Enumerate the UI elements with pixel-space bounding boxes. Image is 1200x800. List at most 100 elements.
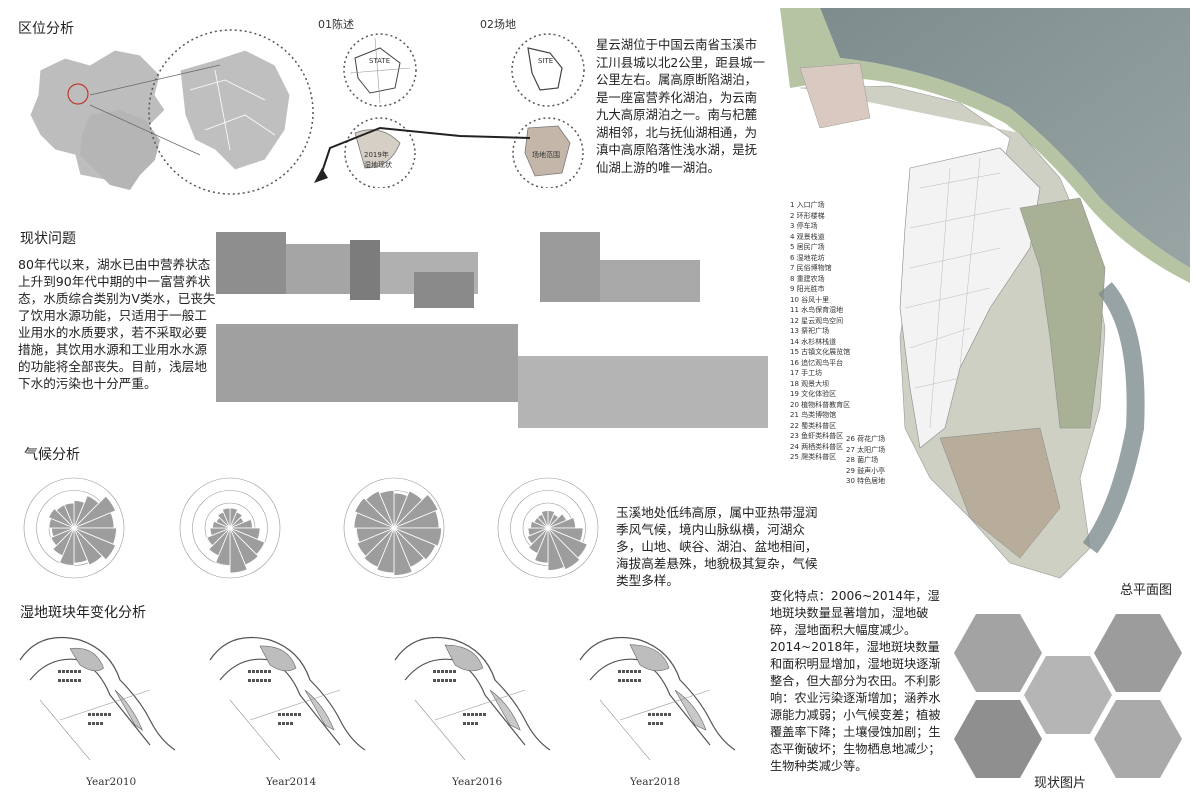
- year-label: Year2014: [266, 776, 317, 788]
- rose-sector: [229, 527, 248, 574]
- photo-hex-5: [1094, 700, 1182, 778]
- wetland-map: [19, 636, 176, 761]
- change-text: 变化特点：2006~2014年，湿地斑块数量显著增加，湿地破碎，湿地面积大幅度减…: [770, 589, 941, 773]
- legend-item: 28 菌广场: [846, 456, 879, 464]
- legend-item: 24 两栖类科普区: [790, 442, 844, 451]
- rose-sector: [540, 510, 549, 529]
- photo-hex-4: [954, 700, 1042, 778]
- rose-sector: [73, 495, 117, 529]
- connector-lines: [89, 64, 221, 156]
- rose-sector: [73, 527, 117, 561]
- legend-item: 27 太阳广场: [846, 445, 886, 454]
- rose-sector: [356, 527, 395, 557]
- legend-item: 17 手工坊: [790, 369, 823, 377]
- photo-group: [216, 324, 518, 402]
- photos-title: 现状图片: [1034, 776, 1087, 791]
- legend-item: 11 水鸟保育湿地: [790, 306, 844, 314]
- photo-boat: [600, 260, 700, 302]
- legend-item: 9 阳光胜市: [790, 285, 825, 293]
- photo-hex-2: [1094, 614, 1182, 692]
- legend-item: 4 观景栈道: [790, 232, 825, 241]
- rose-sector: [547, 527, 565, 571]
- climate-text: 玉溪地处低纬高原，属中亚热带湿润季风气候，境内山脉纵横，河湖众多，山地、峡谷、湖…: [616, 505, 818, 588]
- intro-text: 星云湖位于中国云南省玉溪市江川县城以北2公里，距县城一公里左右。属高原断陷湖泊，…: [596, 37, 765, 175]
- master-plan: [780, 8, 1190, 579]
- rose-sector: [52, 527, 75, 557]
- legend-item: 2 环形楼梯: [790, 211, 825, 220]
- legend-item: 20 植物科普教育区: [790, 400, 851, 409]
- legend-item: 19 文化体验区: [790, 390, 837, 398]
- rose-sector: [363, 527, 395, 568]
- rose-sector: [354, 497, 395, 529]
- issues-text: 80年代以来，湖水已由中营养状态上升到90年代中期的中一富营养状态，水质综合类别…: [18, 257, 216, 391]
- rose-sector: [393, 527, 437, 561]
- issues-title: 现状问题: [20, 231, 76, 247]
- rose-sector: [206, 527, 231, 547]
- legend-item: 25 爬类科普区: [790, 453, 837, 461]
- wetland-map: [579, 636, 736, 761]
- rose-sector: [209, 527, 231, 537]
- rose-sector: [527, 527, 549, 554]
- year-label: Year2016: [452, 776, 503, 788]
- site-label: SITE: [538, 57, 554, 65]
- photo-hex-1: [954, 614, 1042, 692]
- legend-item: 16 追忆观鸟平台: [790, 358, 844, 367]
- wind-roses: [23, 477, 599, 579]
- rose-sector: [50, 527, 75, 547]
- legend-item: 13 祭祀广场: [790, 327, 830, 335]
- year-label: Year2018: [630, 776, 681, 788]
- photo-field: [286, 244, 350, 294]
- state-label: STATE: [369, 57, 391, 65]
- legend-item: 3 停车场: [790, 222, 818, 230]
- wind-rose: [179, 477, 281, 579]
- wind-rose: [23, 477, 125, 579]
- legend-item: 22 蜀类科普区: [790, 421, 837, 430]
- photo-worker: [540, 232, 600, 302]
- rose-sector: [221, 507, 231, 529]
- wetland-title: 湿地斑块年变化分析: [20, 605, 146, 621]
- legend-item: 21 鸟类博物馆: [790, 411, 837, 419]
- area-label-2: 场地范围: [532, 151, 560, 159]
- location-title: 区位分析: [18, 21, 74, 37]
- rose-sector: [527, 527, 549, 537]
- climate-title: 气候分析: [24, 447, 80, 463]
- rose-sector: [63, 502, 75, 529]
- rose-sector: [393, 493, 439, 529]
- rose-sector: [526, 527, 549, 545]
- legend-item: 14 水杉林栈道: [790, 337, 837, 346]
- legend-item: 26 荷花广场: [846, 435, 886, 443]
- rose-sector: [547, 527, 581, 571]
- plan-title: 总平面图: [1120, 583, 1173, 598]
- photo-portrait: [350, 240, 380, 300]
- legend-item: 15 古镇文化展览馆: [790, 348, 851, 356]
- legend-item: 12 星云观鸟空间: [790, 316, 844, 325]
- rose-sector: [365, 490, 395, 529]
- legend-item: 1 入口广场: [790, 201, 825, 209]
- legend-item: 30 特色居地: [846, 477, 886, 485]
- wetland-map: [209, 636, 366, 761]
- legend-item: 7 民俗博物馆: [790, 264, 832, 272]
- photo-house: [216, 232, 286, 294]
- rose-sector: [48, 507, 75, 529]
- photo-hex-3: [1024, 656, 1112, 734]
- legend-item: 8 重建农场: [790, 274, 825, 283]
- legend-item: 18 观景大坝: [790, 379, 830, 388]
- rose-sector: [73, 527, 103, 566]
- legend-item: 5 居民广场: [790, 243, 825, 251]
- context-label-01: 01陈述: [318, 18, 354, 31]
- photo-researchers: [518, 356, 768, 428]
- wetland-maps: [19, 636, 736, 761]
- rose-sector: [208, 527, 231, 557]
- legend-item: 10 谷风十里: [790, 295, 830, 304]
- county-map-circle: [148, 29, 314, 195]
- wetland-map: [394, 636, 551, 761]
- wind-rose: [497, 477, 599, 579]
- legend-item: 29 鼓声小亭: [846, 466, 886, 475]
- yunnan-map: [80, 110, 160, 190]
- rose-sector: [229, 511, 243, 529]
- wind-rose: [343, 477, 445, 579]
- rose-sector: [393, 527, 413, 576]
- area-label: 2019年 湿地现状: [364, 151, 392, 169]
- photo-people: [414, 272, 474, 308]
